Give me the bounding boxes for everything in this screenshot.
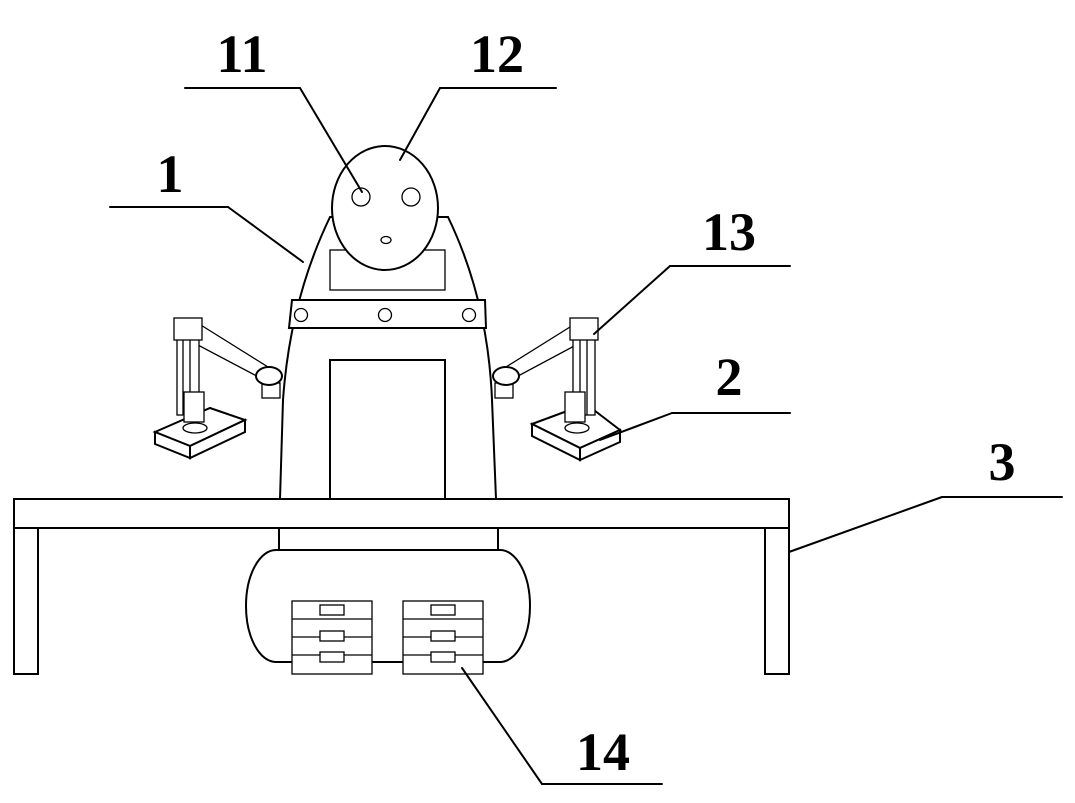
eye-right [401, 187, 421, 207]
eye-left [351, 187, 371, 207]
label-head: 12 [470, 24, 524, 84]
table [13, 498, 790, 675]
track-base [245, 527, 531, 675]
right-shoulder-joint [492, 366, 520, 386]
label-eye: 11 [216, 24, 267, 84]
right-gripper [564, 391, 586, 423]
right-arm [492, 317, 622, 462]
label-robot-body: 1 [157, 144, 184, 204]
track-pads-left [291, 600, 373, 675]
left-gripper [183, 391, 205, 423]
leader-11 [299, 87, 363, 193]
table-leg-right [764, 527, 790, 675]
head [331, 145, 439, 271]
track-neck [278, 527, 499, 551]
leader-1 [227, 206, 304, 263]
band-bolt-1 [293, 307, 309, 323]
left-shoulder-joint [255, 366, 283, 386]
leader-3 [788, 496, 943, 553]
right-base-plate-side [579, 428, 621, 462]
leader-13 [593, 265, 671, 335]
table-leg-left [13, 527, 39, 675]
leader-lines [109, 87, 1063, 785]
label-lift: 13 [702, 202, 756, 262]
right-gripper-foot [564, 422, 590, 434]
robot-head [331, 145, 439, 271]
reference-numerals: 11 12 1 13 2 3 14 [157, 24, 1016, 782]
left-gripper-foot [182, 422, 208, 434]
label-track: 14 [576, 722, 630, 782]
left-arm [152, 317, 283, 460]
table-top [13, 498, 790, 529]
label-table: 3 [989, 432, 1016, 492]
leader-12 [399, 87, 441, 161]
robot-body [278, 216, 498, 500]
chest-door [329, 359, 446, 500]
track-pads-right [402, 600, 484, 675]
track-housing [245, 549, 531, 663]
band-bolt-2 [377, 307, 393, 323]
leader-14 [461, 667, 543, 785]
left-lift-motor [173, 317, 203, 341]
mouth [380, 235, 392, 245]
band-bolt-3 [461, 307, 477, 323]
leader-2 [599, 412, 673, 441]
label-arm: 2 [716, 347, 743, 407]
right-lift-motor [569, 317, 599, 341]
left-base-plate-side [189, 418, 246, 460]
